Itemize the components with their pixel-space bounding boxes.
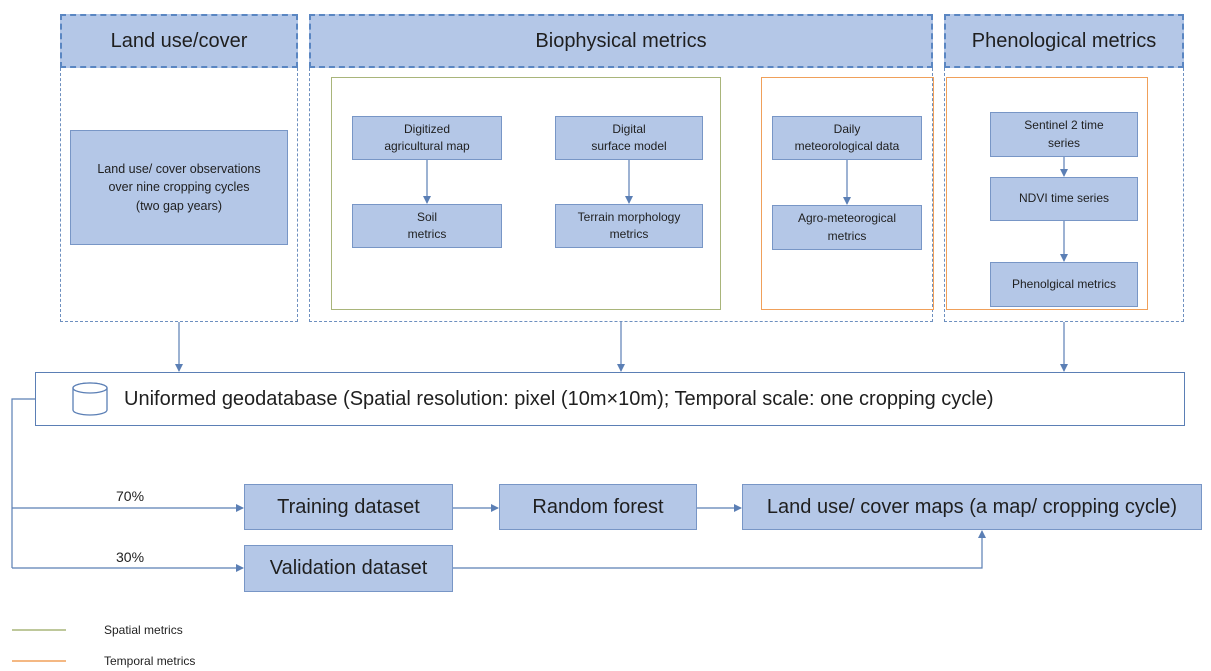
database-icon — [72, 382, 108, 416]
agro-met-label: Agro-meteorogical metrics — [797, 211, 897, 243]
land-use-observations-box: Land use/ cover observations over nine c… — [70, 130, 288, 245]
phenological-metrics-box: Phenolgical metrics — [990, 262, 1138, 307]
biophysical-header: Biophysical metrics — [309, 14, 933, 68]
daily-met-box: Daily meteorological data — [772, 116, 922, 160]
training-dataset-box: Training dataset — [244, 484, 453, 530]
ndvi-box: NDVI time series — [990, 177, 1138, 221]
temporal-metrics-frame-phenological — [946, 77, 1148, 310]
output-maps-label: Land use/ cover maps (a map/ cropping cy… — [766, 495, 1178, 518]
validation-split-label: 30% — [116, 549, 145, 565]
daily-met-label: Daily meteorological data — [794, 121, 900, 153]
phenological-header: Phenological metrics — [944, 14, 1184, 68]
digitized-map-box: Digitized agricultural map — [352, 116, 502, 160]
legend-temporal-label: Temporal metrics — [104, 654, 196, 668]
random-forest-box: Random forest — [499, 484, 697, 530]
soil-metrics-label: Soil metrics — [407, 209, 447, 241]
land-use-header: Land use/cover — [60, 14, 298, 68]
temporal-metrics-frame-biophysical — [761, 77, 934, 310]
sentinel-box: Sentinel 2 time series — [990, 112, 1138, 157]
spatial-metrics-frame — [331, 77, 721, 310]
validation-dataset-box: Validation dataset — [244, 545, 453, 592]
validation-dataset-label: Validation dataset — [269, 557, 428, 579]
dsm-box: Digital surface model — [555, 116, 703, 160]
train-split-label: 70% — [116, 488, 145, 504]
sentinel-label: Sentinel 2 time series — [1024, 118, 1104, 150]
legend-spatial-label: Spatial metrics — [104, 623, 183, 637]
land-use-header-label: Land use/cover — [110, 29, 248, 52]
phenological-metrics-label: Phenolgical metrics — [1011, 276, 1117, 291]
output-maps-box: Land use/ cover maps (a map/ cropping cy… — [742, 484, 1202, 530]
random-forest-label: Random forest — [532, 495, 664, 518]
terrain-metrics-box: Terrain morphology metrics — [555, 204, 703, 248]
terrain-metrics-label: Terrain morphology metrics — [577, 209, 681, 241]
digitized-map-label: Digitized agricultural map — [384, 121, 470, 153]
dsm-label: Digital surface model — [591, 121, 667, 153]
geodatabase-label: Uniformed geodatabase (Spatial resolutio… — [124, 387, 994, 410]
phenological-header-label: Phenological metrics — [971, 29, 1157, 52]
ndvi-label: NDVI time series — [1018, 191, 1110, 206]
line-geo-split — [11, 398, 35, 568]
training-dataset-label: Training dataset — [277, 495, 420, 518]
agro-met-box: Agro-meteorogical metrics — [772, 205, 922, 250]
geodatabase-box: Uniformed geodatabase (Spatial resolutio… — [35, 372, 1185, 426]
arrow-validation-to-output — [453, 530, 986, 569]
biophysical-header-label: Biophysical metrics — [535, 29, 707, 52]
land-use-observations-label: Land use/ cover observations over nine c… — [97, 162, 261, 213]
soil-metrics-box: Soil metrics — [352, 204, 502, 248]
